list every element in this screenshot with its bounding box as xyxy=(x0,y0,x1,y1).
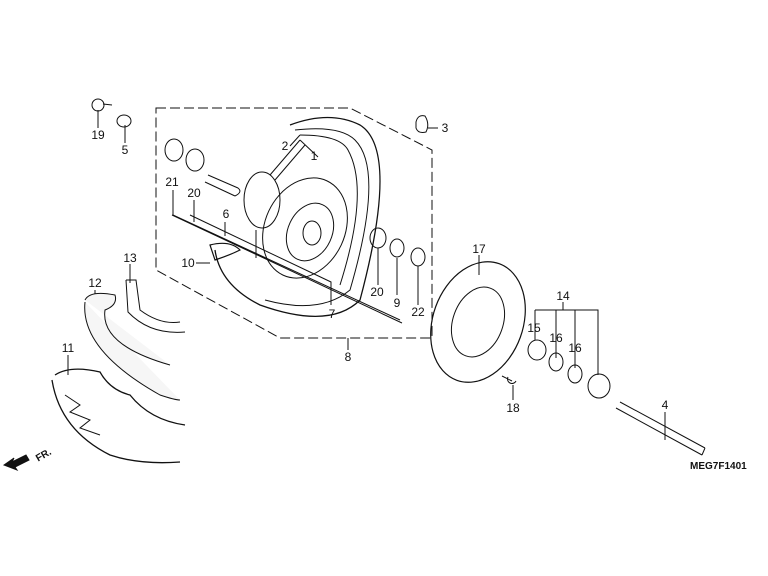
wheel xyxy=(209,116,381,318)
seal-9 xyxy=(389,238,405,258)
brake-disc-17 xyxy=(430,261,526,383)
bolt-18 xyxy=(501,375,517,384)
callout-11: 11 xyxy=(61,341,75,355)
bolt-19 xyxy=(91,98,105,112)
callout-3: 3 xyxy=(441,121,449,135)
callout-16: 16 xyxy=(549,331,563,345)
assembly-outline xyxy=(155,107,433,339)
callout-14: 14 xyxy=(556,289,570,303)
callout-5: 5 xyxy=(121,143,129,157)
valve-cap-3 xyxy=(415,115,429,133)
bearing-20-right xyxy=(369,227,387,249)
gear-15 xyxy=(527,339,547,361)
callout-17: 17 xyxy=(472,242,486,256)
front-arrow-icon xyxy=(2,454,30,472)
callout-20: 20 xyxy=(187,186,201,200)
callout-19: 19 xyxy=(91,128,105,142)
callout-22: 22 xyxy=(411,305,425,319)
seal-22 xyxy=(410,247,426,267)
bearing-21 xyxy=(164,138,184,162)
washer-16b xyxy=(567,364,583,384)
callout-15: 15 xyxy=(527,321,541,335)
callout-2: 2 xyxy=(281,139,289,153)
callout-12: 12 xyxy=(88,276,102,290)
rim-band-13 xyxy=(125,279,186,333)
tire-11 xyxy=(51,368,186,464)
callout-16-second: 16 xyxy=(568,341,582,355)
callout-4: 4 xyxy=(661,398,669,412)
callout-1: 1 xyxy=(310,149,318,163)
callout-7: 7 xyxy=(328,307,336,321)
collar-6 xyxy=(204,174,241,197)
collar-5 xyxy=(116,114,132,128)
diagram-code: MEG7F1401 xyxy=(690,461,747,472)
axle-4 xyxy=(615,401,706,456)
gearbox-14 xyxy=(587,373,611,399)
callout-18: 18 xyxy=(506,401,520,415)
callout-21: 21 xyxy=(165,175,179,189)
tube-12 xyxy=(84,292,181,401)
callout-9: 9 xyxy=(393,296,401,310)
callout-10: 10 xyxy=(181,256,195,270)
callout-13: 13 xyxy=(123,251,137,265)
callout-20-right: 20 xyxy=(370,285,384,299)
bearing-20-left xyxy=(185,148,205,172)
washer-16a xyxy=(548,352,564,372)
callout-6: 6 xyxy=(222,207,230,221)
callout-8: 8 xyxy=(344,350,352,364)
